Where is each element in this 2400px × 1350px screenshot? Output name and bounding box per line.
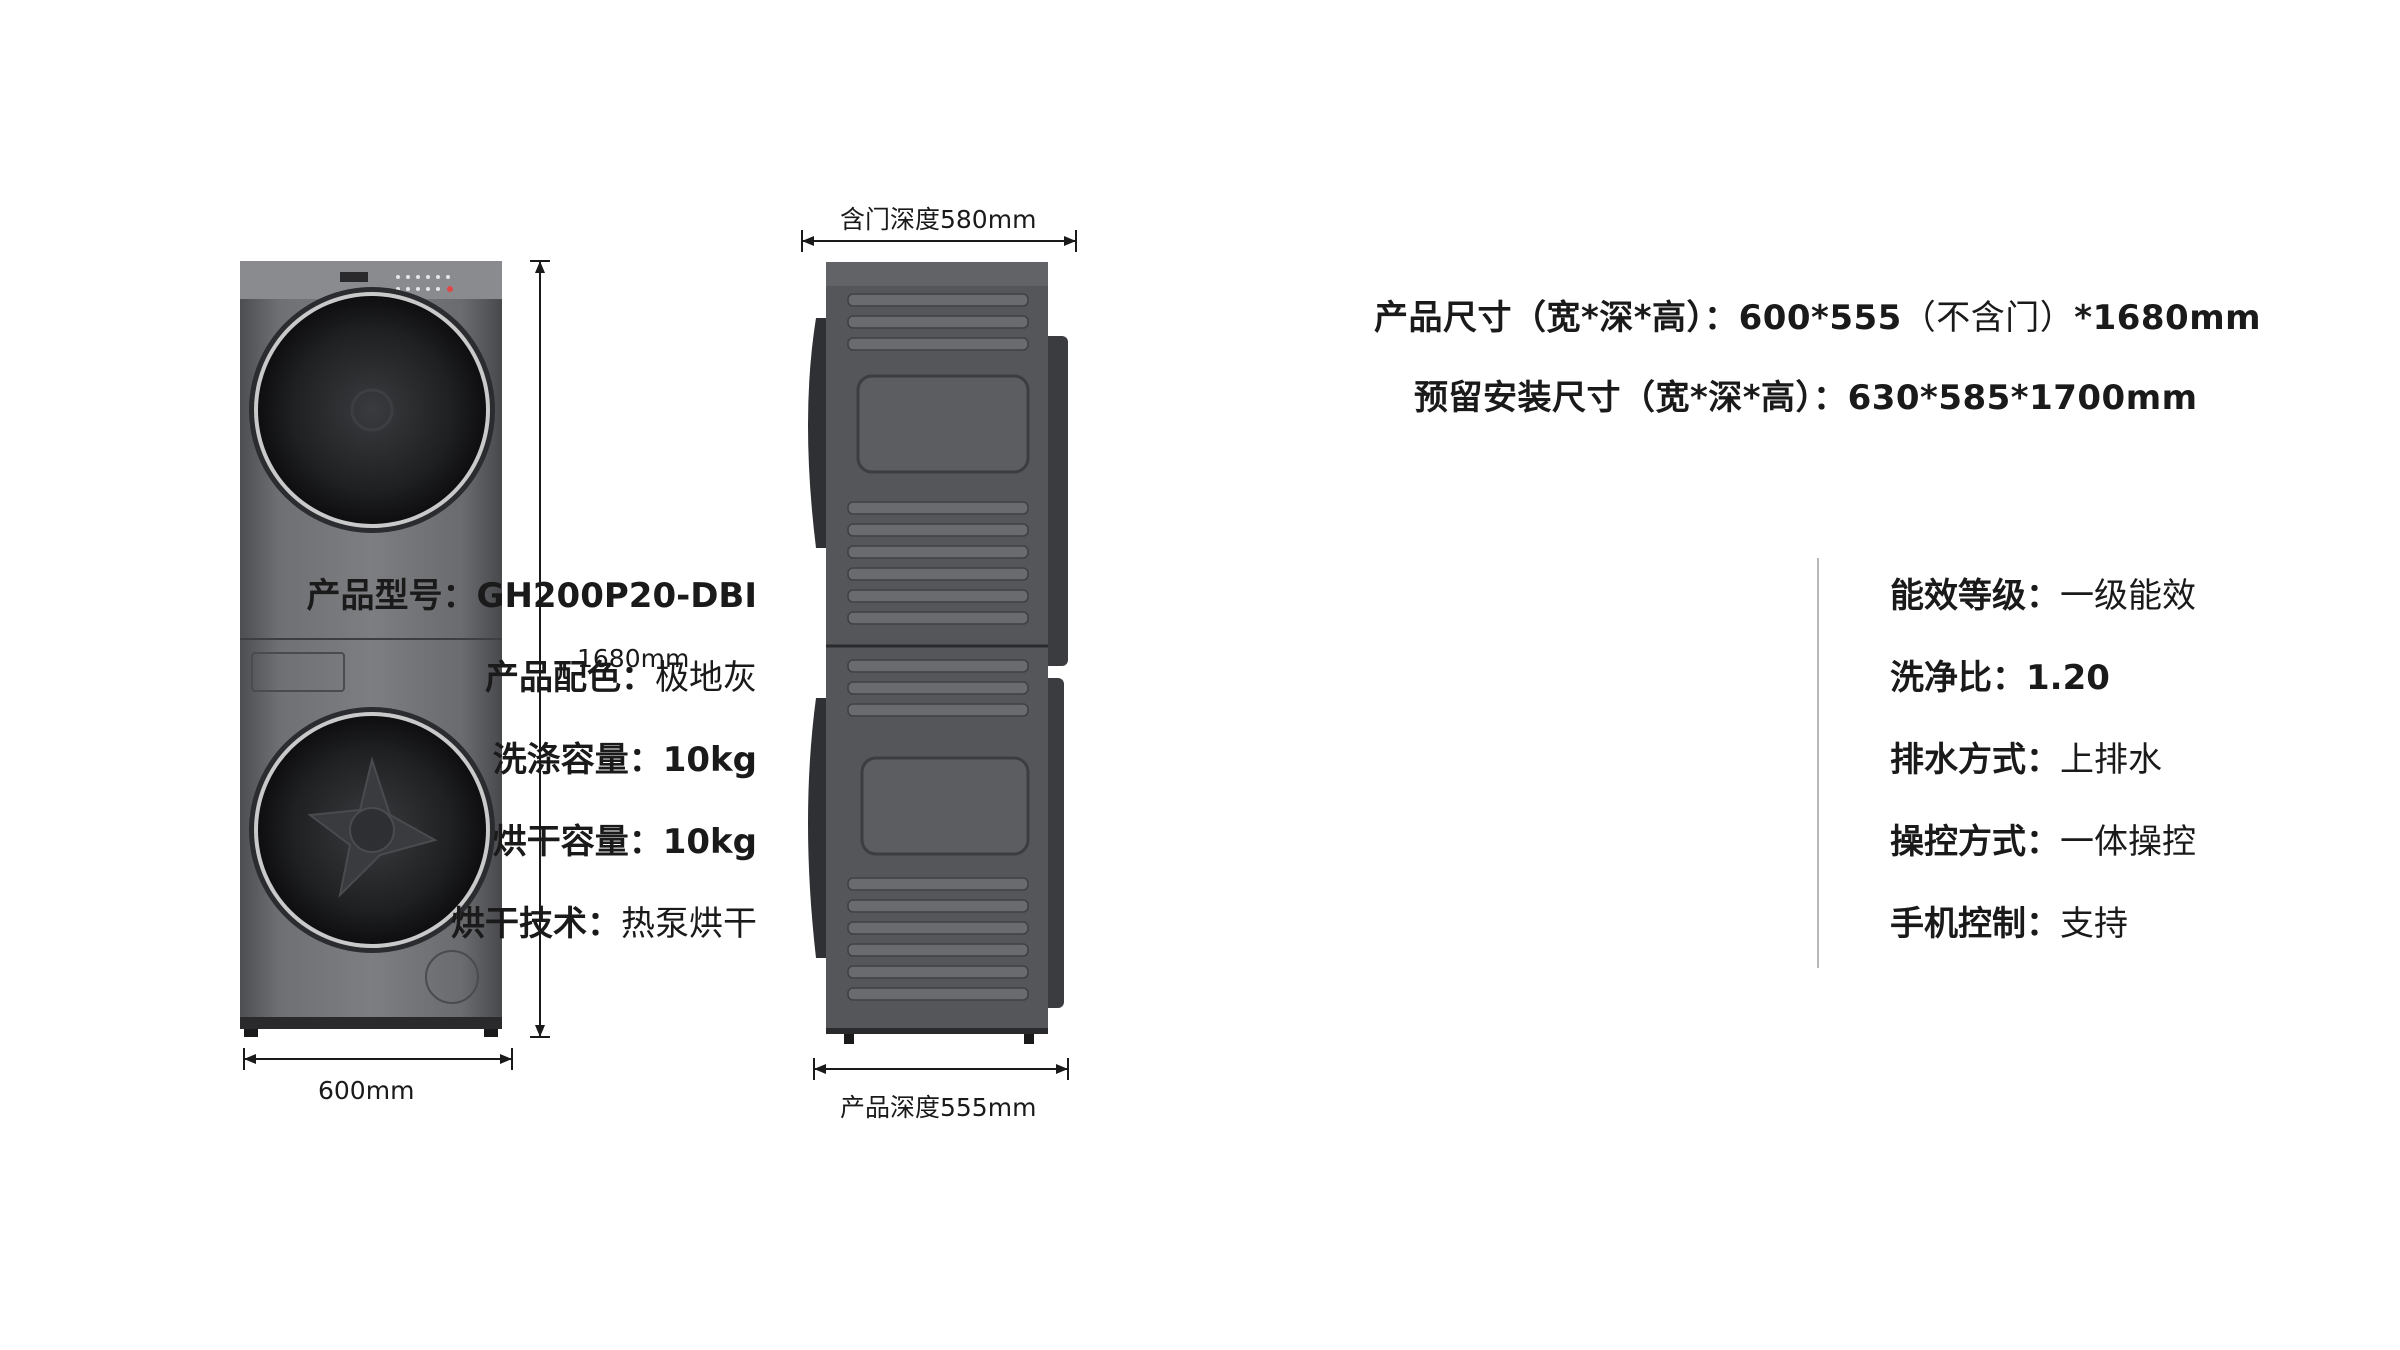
product-size-label: 产品尺寸（宽*深*高）： [1374, 298, 1739, 338]
spec-key: 能效等级： [1890, 576, 2060, 616]
spec-value: GH200P20-DBI [476, 576, 757, 616]
product-size-value: 600*555 [1738, 298, 1902, 338]
spec-row-color: 产品配色：极地灰 [485, 650, 757, 699]
spec-row-app-control: 手机控制：支持 [1890, 896, 2128, 945]
spec-key: 手机控制： [1890, 904, 2060, 944]
product-depth-label: 产品深度555mm [840, 1093, 1037, 1122]
spec-row-dry-capacity: 烘干容量：10kg [493, 814, 757, 863]
spec-key: 产品配色： [485, 658, 655, 698]
spec-value: 10kg [662, 740, 757, 780]
spec-row-control: 操控方式：一体操控 [1890, 814, 2196, 863]
spec-value: 热泵烘干 [621, 904, 757, 944]
spec-value: 极地灰 [655, 658, 757, 698]
product-depth-dimension-line [813, 1058, 1069, 1080]
spec-row-dry-tech: 烘干技术：热泵烘干 [451, 896, 757, 945]
spec-value: 一体操控 [2060, 822, 2196, 862]
height-label: 1680mm [577, 644, 690, 673]
spec-row-energy: 能效等级：一级能效 [1890, 568, 2196, 617]
spec-key: 烘干技术： [451, 904, 621, 944]
spec-divider [1817, 558, 1819, 968]
spec-row-drainage: 排水方式：上排水 [1890, 732, 2162, 781]
spec-row-wash-capacity: 洗涤容量：10kg [493, 732, 757, 781]
spec-key: 洗净比： [1890, 658, 2026, 698]
door-depth-dimension-line [801, 230, 1077, 252]
side-view-illustration [808, 262, 1068, 1044]
spec-value: 一级能效 [2060, 576, 2196, 616]
install-size-label: 预留安装尺寸（宽*深*高）： [1414, 378, 1848, 418]
spec-value: 10kg [662, 822, 757, 862]
spec-value: 1.20 [2026, 658, 2110, 698]
door-depth-label: 含门深度580mm [840, 205, 1037, 234]
spec-value: 上排水 [2060, 740, 2162, 780]
spec-key: 排水方式： [1890, 740, 2060, 780]
width-dimension-line [243, 1048, 513, 1070]
spec-key: 产品型号： [306, 576, 477, 616]
product-size-note: （不含门） [1901, 298, 2075, 338]
spec-key: 洗涤容量： [492, 740, 663, 780]
product-size-line: 产品尺寸（宽*深*高）：600*555（不含门）*1680mm [1374, 290, 2261, 339]
width-label: 600mm [318, 1076, 415, 1105]
height-dimension-line [530, 260, 550, 1038]
install-size-value: 630*585*1700mm [1847, 378, 2198, 418]
spec-key: 操控方式： [1890, 822, 2060, 862]
front-view-illustration [240, 261, 502, 1037]
spec-row-model: 产品型号：GH200P20-DBI [307, 568, 757, 617]
product-size-tail: *1680mm [2074, 298, 2262, 338]
spec-value: 支持 [2060, 904, 2128, 944]
install-size-line: 预留安装尺寸（宽*深*高）：630*585*1700mm [1414, 370, 2198, 419]
spec-key: 烘干容量： [492, 822, 663, 862]
spec-row-wash-ratio: 洗净比：1.20 [1890, 650, 2110, 699]
